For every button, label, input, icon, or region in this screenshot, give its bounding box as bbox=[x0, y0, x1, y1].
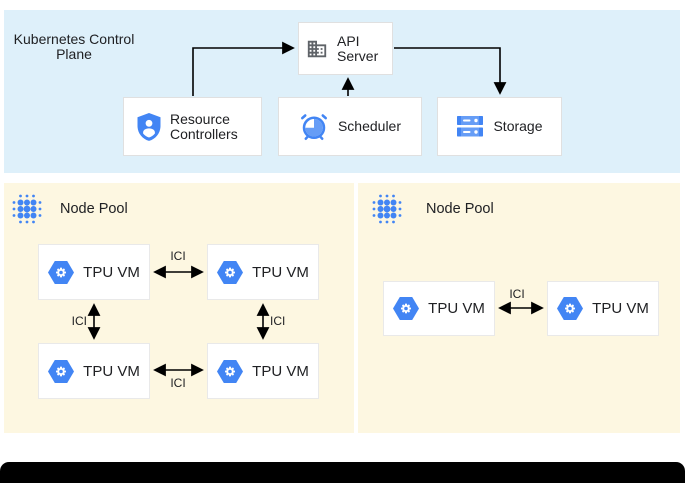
dotted-cluster-icon bbox=[370, 192, 404, 226]
resource-controllers-label: Resource Controllers bbox=[170, 110, 238, 142]
tpu-vm-label: TPU VM bbox=[83, 362, 140, 380]
tpu-vm-box: TPU VM bbox=[207, 244, 319, 300]
tpu-vm-box: TPU VM bbox=[38, 244, 150, 300]
dotted-cluster-icon bbox=[10, 192, 44, 226]
tpu-vm-label: TPU VM bbox=[592, 300, 649, 317]
tpu-vm-label: TPU VM bbox=[83, 263, 140, 281]
hexagon-gear-icon bbox=[48, 359, 75, 383]
ici-link-label: ICI bbox=[270, 314, 286, 328]
ici-link-label: ICI bbox=[71, 314, 87, 328]
footer-bar bbox=[0, 462, 685, 483]
resource-controllers-box: Resource Controllers bbox=[123, 97, 262, 156]
ici-link-label: ICI bbox=[170, 376, 186, 390]
shield-user-icon bbox=[137, 112, 161, 141]
tpu-vm-box: TPU VM bbox=[547, 281, 659, 336]
alarm-clock-icon bbox=[299, 112, 329, 142]
hexagon-gear-icon bbox=[557, 297, 584, 320]
tpu-vm-box: TPU VM bbox=[383, 281, 495, 336]
ici-link-label: ICI bbox=[170, 249, 186, 263]
hexagon-gear-icon bbox=[217, 359, 244, 383]
hexagon-gear-icon bbox=[217, 260, 244, 284]
hexagon-gear-icon bbox=[393, 297, 420, 320]
scheduler-label: Scheduler bbox=[337, 118, 402, 134]
tpu-vm-label: TPU VM bbox=[252, 362, 309, 380]
node-pool-title-left: Node Pool bbox=[60, 201, 128, 217]
api-server-label: API Server bbox=[337, 32, 379, 64]
building-icon bbox=[306, 38, 328, 60]
node-pool-title-right: Node Pool bbox=[426, 201, 494, 217]
ici-link-label: ICI bbox=[509, 287, 525, 301]
storage-box: Storage bbox=[437, 97, 562, 156]
storage-label: Storage bbox=[493, 118, 543, 134]
tpu-vm-label: TPU VM bbox=[252, 263, 309, 281]
scheduler-box: Scheduler bbox=[278, 97, 422, 156]
api-server-box: API Server bbox=[298, 22, 393, 75]
tpu-vm-box: TPU VM bbox=[207, 343, 319, 399]
storage-disks-icon bbox=[456, 114, 484, 139]
tpu-vm-box: TPU VM bbox=[38, 343, 150, 399]
tpu-vm-label: TPU VM bbox=[428, 300, 485, 317]
hexagon-gear-icon bbox=[48, 260, 75, 284]
control-plane-title: Kubernetes Control Plane bbox=[13, 31, 135, 62]
